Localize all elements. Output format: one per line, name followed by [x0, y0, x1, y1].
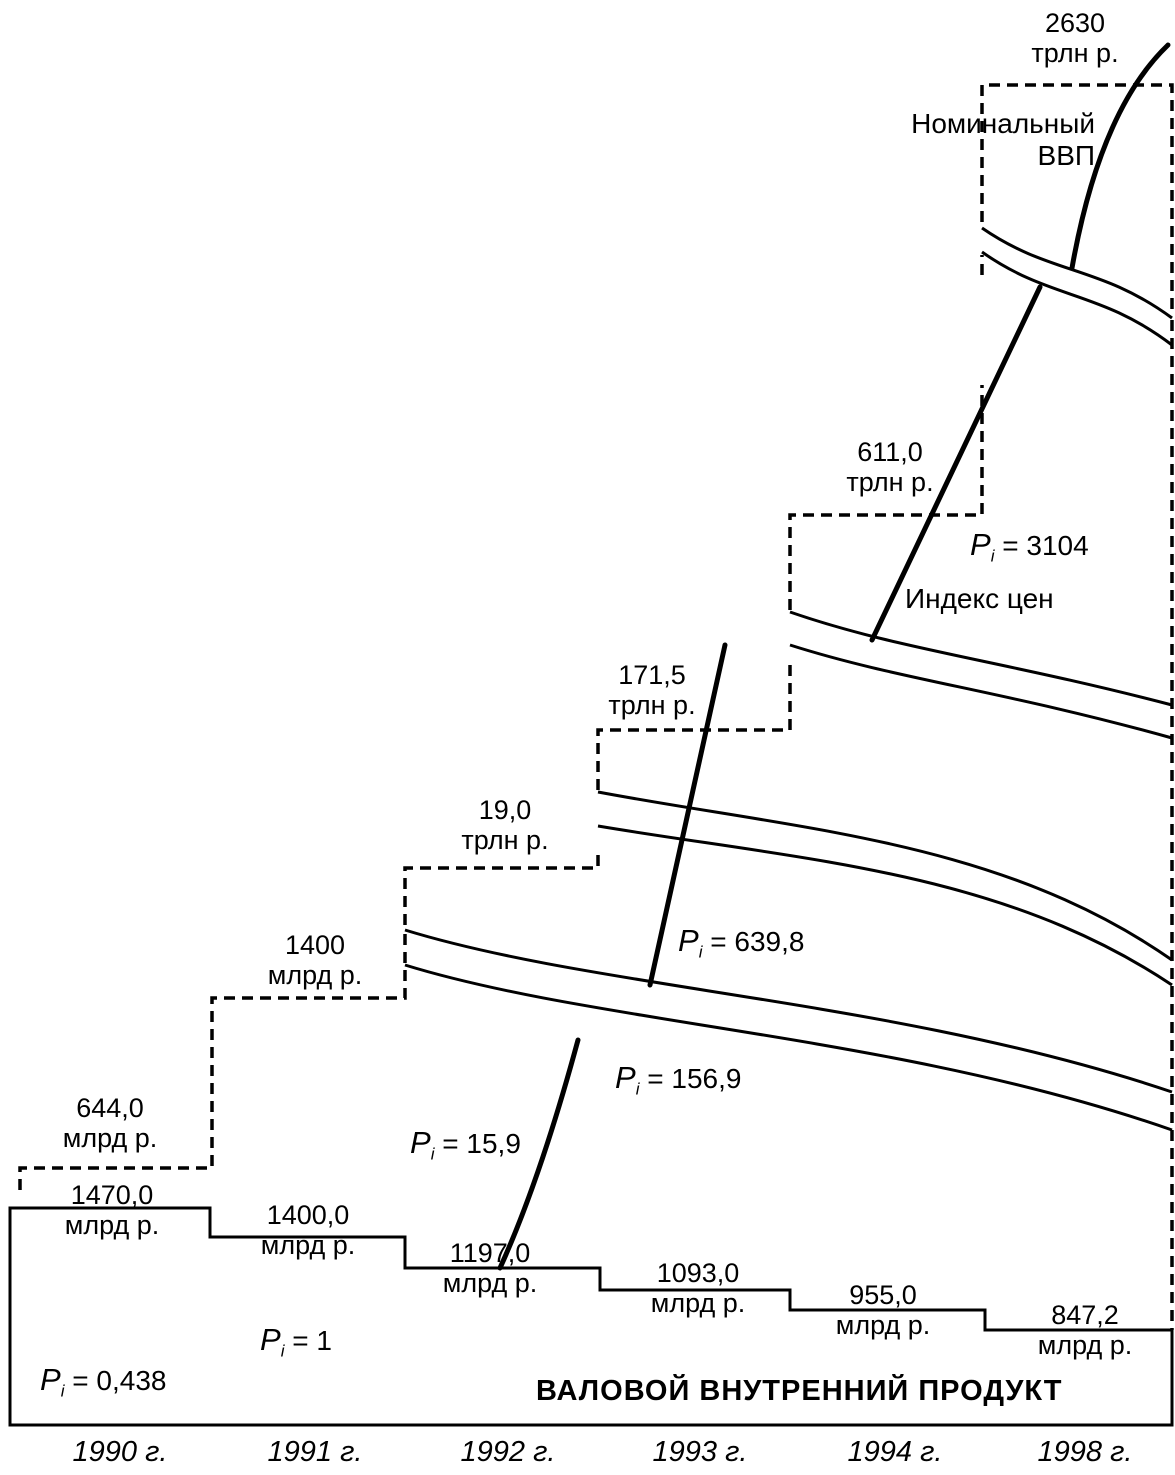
- scale-breaks: [404, 226, 1173, 1132]
- year-label: 1993 г.: [652, 1436, 748, 1468]
- year-label: 1992 г.: [460, 1436, 556, 1468]
- price-index-1990: Pi = 0,438: [40, 1362, 167, 1401]
- break-curve: [981, 250, 1173, 347]
- break-curve: [789, 610, 1173, 707]
- break-curve: [404, 928, 1173, 1094]
- real-gdp-step-line: [8, 1206, 1174, 1427]
- year-label: 1990 г.: [72, 1436, 168, 1468]
- nominal-gdp-step-line: [18, 930, 407, 1190]
- break-curve: [789, 643, 1173, 740]
- nominal-gdp-step-line-4: [788, 385, 984, 610]
- year-label: 1998 г.: [1037, 1436, 1133, 1468]
- price-index-1993: Pi = 156,9: [615, 1060, 742, 1099]
- break-curve: [597, 790, 1173, 962]
- break-curve: [981, 226, 1173, 320]
- price-index-1994: Pi = 639,8: [678, 923, 805, 962]
- price-index-curve: [497, 42, 1171, 1271]
- break-curve: [404, 963, 1173, 1132]
- year-label: 1994 г.: [847, 1436, 943, 1468]
- nominal-gdp-step-line-6: [980, 83, 1174, 310]
- price-index-1991: Pi = 1: [260, 1322, 332, 1361]
- chart-title: ВАЛОВОЙ ВНУТРЕННИЙ ПРОДУКТ: [536, 1375, 1063, 1407]
- price-index-curve-label: Индекс цен: [905, 583, 1054, 614]
- price-index-1992: Pi = 15,9: [410, 1125, 521, 1164]
- year-label: 1991 г.: [267, 1436, 363, 1468]
- price-index-1998: Pi = 3104: [970, 527, 1089, 566]
- nominal-gdp-step-line-2: [403, 848, 600, 925]
